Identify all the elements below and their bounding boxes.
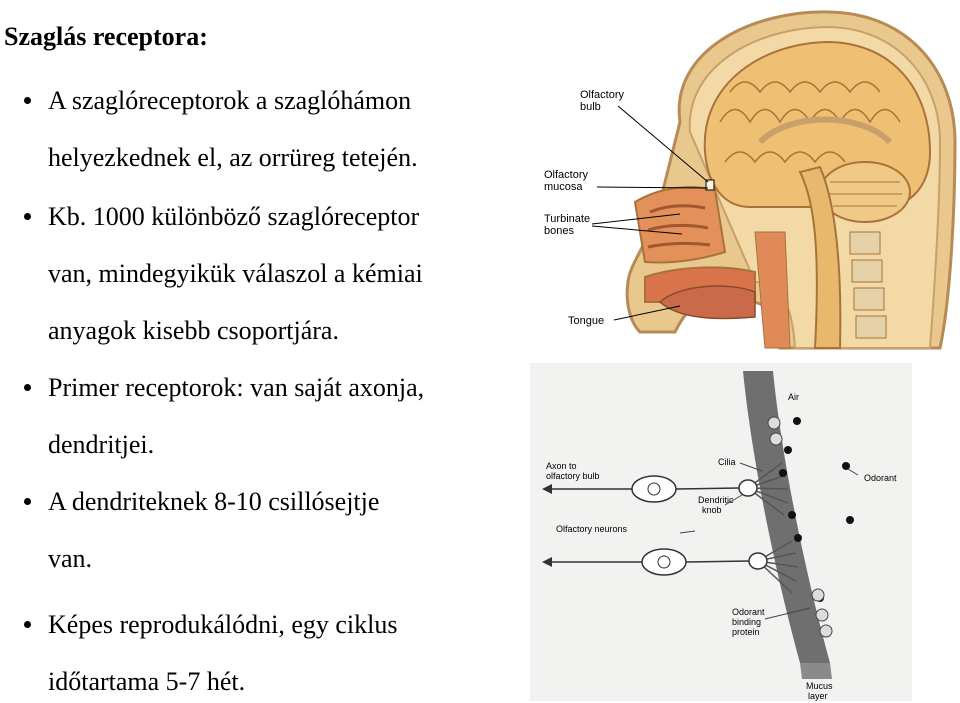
label-mucus-layer: Mucus layer: [806, 681, 835, 701]
leader-line: [739, 462, 763, 472]
brainstem: [798, 165, 842, 349]
bullet-5-line-1: Képes reprodukálódni, egy ciklus: [48, 610, 398, 639]
pharynx: [754, 231, 791, 349]
bullet-dot: [24, 498, 31, 505]
dendrite: [675, 487, 741, 490]
dendrite: [685, 560, 751, 563]
tongue: [658, 285, 756, 320]
nucleus: [657, 555, 671, 569]
label-tongue: Tongue: [568, 315, 604, 327]
vertebra: [851, 259, 883, 283]
label-cilia: Cilia: [718, 457, 736, 467]
bullet-1-line-1: A szaglóreceptorok a szaglóhámon: [48, 86, 412, 115]
leader-line: [724, 494, 743, 506]
label-air: Air: [788, 392, 799, 402]
head-sagittal-figure: Olfactory bulb Olfactory mucosa Turbinat…: [544, 10, 957, 350]
label-axon: Axon to olfactory bulb: [546, 461, 600, 481]
label-odorant: Odorant: [864, 473, 897, 483]
vertebra: [849, 231, 881, 255]
leader-line: [591, 213, 681, 225]
turbinates: [647, 204, 711, 249]
olfactory-neuron-1: [631, 475, 677, 503]
cerebellum-folds: [828, 181, 902, 207]
bullet-1-line-2: helyezkednek el, az orrüreg tetején.: [48, 143, 418, 172]
bullet-5-line-2: időtartama 5-7 hét.: [48, 667, 246, 696]
leader-line: [764, 607, 811, 620]
dendritic-knob: [738, 479, 758, 497]
dendritic-knob: [748, 552, 768, 570]
bullet-3-line-2: dendritjei.: [48, 430, 155, 459]
nucleus: [647, 482, 661, 496]
label-turbinate-bones: Turbinate bones: [544, 213, 593, 237]
slide-title: Szaglás receptora:: [4, 22, 208, 51]
binding-proteins: [767, 416, 833, 638]
bullet-2-line-3: anyagok kisebb csoportjára.: [48, 316, 339, 345]
leader-line: [617, 105, 709, 183]
leader-line: [847, 468, 859, 476]
axon-arrow: [542, 484, 552, 494]
leader-line: [591, 225, 683, 235]
leader-line: [613, 305, 681, 321]
bullet-4-line-1: A dendriteknek 8-10 csillósejtje: [48, 487, 380, 516]
bullet-3-line-1: Primer receptorok: van saját axonja,: [48, 373, 425, 402]
bullet-dot: [24, 97, 31, 104]
label-dendritic-knob: Dendritic knob: [698, 495, 736, 515]
bullet-dot: [24, 213, 31, 220]
bullet-2-line-1: Kb. 1000 különböző szaglóreceptor: [48, 202, 420, 231]
leader-line: [679, 530, 696, 534]
label-olfactory-neurons: Olfactory neurons: [556, 524, 628, 534]
label-binding-protein: Odorant binding protein: [732, 607, 767, 637]
bullet-2-line-2: van, mindegyikük válaszol a kémiai: [48, 259, 423, 288]
odorant-molecules: [779, 417, 854, 635]
mucus-band-lower: [800, 663, 832, 679]
axon-arrow: [542, 557, 552, 567]
figure-background: [530, 363, 912, 701]
bullet-dot: [24, 384, 31, 391]
olfactory-neuron-2: [641, 548, 687, 576]
olfactory-epithelium-figure: Air Axon to olfactory bulb Cilia Odorant…: [530, 363, 912, 701]
leader-line: [596, 186, 709, 189]
vertebra: [853, 287, 885, 311]
bullet-4-line-2: van.: [48, 544, 93, 573]
bullet-dot: [24, 621, 31, 628]
label-olfactory-mucosa: Olfactory mucosa: [544, 169, 591, 193]
mucus-band: [743, 371, 830, 663]
label-olfactory-bulb: Olfactory bulb: [580, 89, 627, 113]
vertebra: [855, 315, 887, 339]
corpus-callosum: [757, 116, 893, 145]
olfactory-bulb: [705, 179, 715, 191]
